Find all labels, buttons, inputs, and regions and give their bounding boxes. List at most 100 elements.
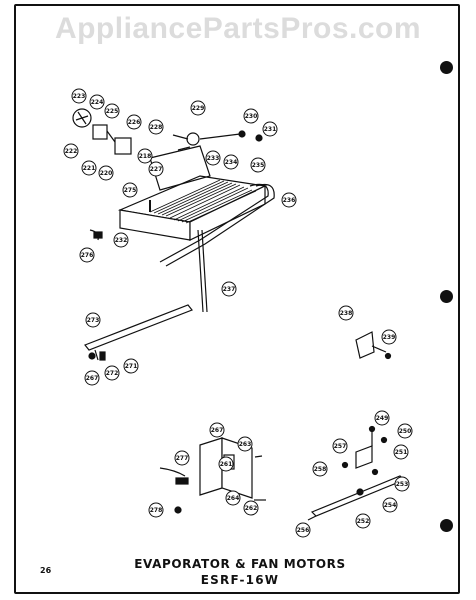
callout-271: 271 <box>123 358 139 374</box>
svg-text:233: 233 <box>207 155 220 162</box>
svg-text:263: 263 <box>239 441 252 448</box>
callout-221: 221 <box>81 160 97 176</box>
binder-hole-middle <box>440 290 453 303</box>
callout-267b: 267 <box>209 422 225 438</box>
left-rail <box>84 304 193 361</box>
svg-text:231: 231 <box>264 126 277 133</box>
svg-text:249: 249 <box>376 415 389 422</box>
svg-text:230: 230 <box>245 113 258 120</box>
lower-left-fan-bracket <box>159 437 266 514</box>
svg-text:256: 256 <box>297 527 310 534</box>
callout-222: 222 <box>63 143 79 159</box>
callout-277: 277 <box>174 450 190 466</box>
callout-251: 251 <box>393 444 409 460</box>
callout-262: 262 <box>243 500 259 516</box>
model-number: ESRF-16W <box>200 573 280 587</box>
callout-275: 275 <box>122 182 138 198</box>
callout-257: 257 <box>332 438 348 454</box>
callout-256: 256 <box>295 522 311 538</box>
right-bracket <box>355 331 392 360</box>
callout-278: 278 <box>148 502 164 518</box>
svg-text:275: 275 <box>124 187 137 194</box>
callout-223: 223 <box>71 88 87 104</box>
callout-264: 264 <box>225 490 241 506</box>
svg-text:254: 254 <box>384 502 397 509</box>
svg-text:264: 264 <box>227 495 240 502</box>
svg-text:258: 258 <box>314 466 327 473</box>
svg-text:229: 229 <box>192 105 205 112</box>
svg-text:267: 267 <box>211 427 224 434</box>
callout-234: 234 <box>223 154 239 170</box>
callout-236: 236 <box>281 192 297 208</box>
fan-motor-parts <box>72 108 263 155</box>
page-border <box>14 4 460 594</box>
callout-224: 224 <box>89 94 105 110</box>
callout-232: 232 <box>113 232 129 248</box>
callout-276: 276 <box>79 247 95 263</box>
svg-text:232: 232 <box>115 237 128 244</box>
svg-text:257: 257 <box>334 443 347 450</box>
svg-text:238: 238 <box>340 310 353 317</box>
svg-text:228: 228 <box>150 124 163 131</box>
svg-text:267: 267 <box>86 375 99 382</box>
svg-text:271: 271 <box>125 363 138 370</box>
callout-226: 226 <box>126 114 142 130</box>
callout-258: 258 <box>312 461 328 477</box>
svg-text:234: 234 <box>225 159 238 166</box>
callout-252: 252 <box>355 513 371 529</box>
callout-273: 273 <box>85 312 101 328</box>
callout-220: 220 <box>98 165 114 181</box>
callout-235: 235 <box>250 157 266 173</box>
callout-250: 250 <box>397 423 413 439</box>
svg-text:262: 262 <box>245 505 258 512</box>
svg-text:223: 223 <box>73 93 86 100</box>
svg-text:252: 252 <box>357 518 370 525</box>
callout-230: 230 <box>243 108 259 124</box>
svg-text:226: 226 <box>128 119 141 126</box>
svg-text:224: 224 <box>91 99 104 106</box>
callout-229: 229 <box>190 100 206 116</box>
page-number: 26 <box>40 566 52 575</box>
svg-text:250: 250 <box>399 428 412 435</box>
svg-text:218: 218 <box>139 153 152 160</box>
svg-text:235: 235 <box>252 162 265 169</box>
svg-text:272: 272 <box>106 370 119 377</box>
callout-labels: 223 224 225 226 222 221 220 229 228 218 … <box>63 88 413 538</box>
callout-254: 254 <box>382 497 398 513</box>
svg-text:236: 236 <box>283 197 296 204</box>
svg-text:237: 237 <box>223 286 236 293</box>
callout-218: 218 <box>137 148 153 164</box>
callout-261: 261 <box>218 456 234 472</box>
svg-text:227: 227 <box>150 166 163 173</box>
callout-249: 249 <box>374 410 390 426</box>
svg-text:261: 261 <box>220 461 233 468</box>
svg-text:253: 253 <box>396 481 409 488</box>
callout-228: 228 <box>148 119 164 135</box>
callout-227: 227 <box>148 161 164 177</box>
svg-text:222: 222 <box>65 148 78 155</box>
svg-text:278: 278 <box>150 507 163 514</box>
callout-233: 233 <box>205 150 221 166</box>
callout-267a: 267 <box>84 370 100 386</box>
svg-text:225: 225 <box>106 108 119 115</box>
callout-253: 253 <box>394 476 410 492</box>
watermark: AppliancePartsPros.com <box>54 12 422 45</box>
callout-272: 272 <box>104 365 120 381</box>
diagram-title: EVAPORATOR & FAN MOTORS <box>134 557 346 571</box>
svg-text:273: 273 <box>87 317 100 324</box>
callout-239: 239 <box>381 329 397 345</box>
svg-text:277: 277 <box>176 455 189 462</box>
evaporator-assembly <box>89 145 275 313</box>
binder-hole-bottom <box>440 519 453 532</box>
svg-text:220: 220 <box>100 170 113 177</box>
callout-231: 231 <box>262 121 278 137</box>
callout-225: 225 <box>104 103 120 119</box>
callout-237: 237 <box>221 281 237 297</box>
callout-263: 263 <box>237 436 253 452</box>
binder-hole-top <box>440 61 453 74</box>
svg-text:221: 221 <box>83 165 96 172</box>
svg-text:239: 239 <box>383 334 396 341</box>
callout-238: 238 <box>338 305 354 321</box>
